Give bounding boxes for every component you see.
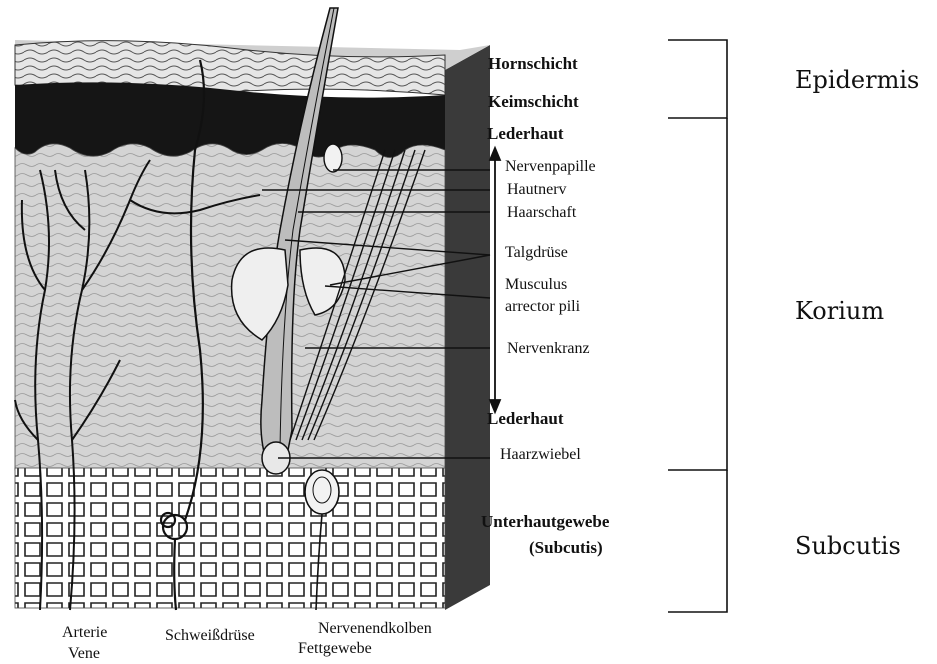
label-nervenendkolben: Nervenendkolben (318, 620, 432, 638)
label-haarzwiebel: Haarzwiebel (500, 446, 581, 464)
label-hautnerv: Hautnerv (507, 181, 567, 199)
keimschicht-layer (15, 82, 445, 157)
layer-name-korium: Korium (795, 297, 884, 325)
label-lederhaut-top: Lederhaut (487, 125, 564, 143)
label-musculus: Musculus (505, 276, 567, 294)
subcutis-bracket (668, 470, 727, 612)
label-arterie: Arterie (62, 624, 107, 642)
label-lederhaut-bottom: Lederhaut (487, 410, 564, 428)
label-nervenkranz: Nervenkranz (507, 340, 590, 358)
label-haarschaft: Haarschaft (507, 204, 576, 222)
label-arrector-pili: arrector pili (505, 298, 580, 316)
label-subcutis-paren: (Subcutis) (529, 539, 603, 557)
label-nervenpapille: Nervenpapille (505, 158, 596, 176)
layer-brackets (668, 40, 727, 612)
label-vene: Vene (68, 645, 100, 663)
label-fettgewebe: Fettgewebe (298, 640, 372, 658)
label-hornschicht: Hornschicht (488, 55, 578, 73)
layer-name-epidermis: Epidermis (795, 66, 919, 94)
lederhaut-range-arrow (490, 148, 500, 412)
label-unterhautgewebe: Unterhautgewebe (481, 513, 609, 531)
epidermis-bracket (668, 40, 727, 118)
korium-bracket (668, 118, 727, 470)
subcutis-fat-layer (15, 468, 445, 608)
label-schweissdruese: Schweißdrüse (165, 627, 255, 645)
nerve-papilla (324, 144, 342, 172)
label-keimschicht: Keimschicht (488, 93, 579, 111)
layer-name-subcutis: Subcutis (795, 532, 901, 560)
label-talgdruese: Talgdrüse (505, 244, 568, 262)
